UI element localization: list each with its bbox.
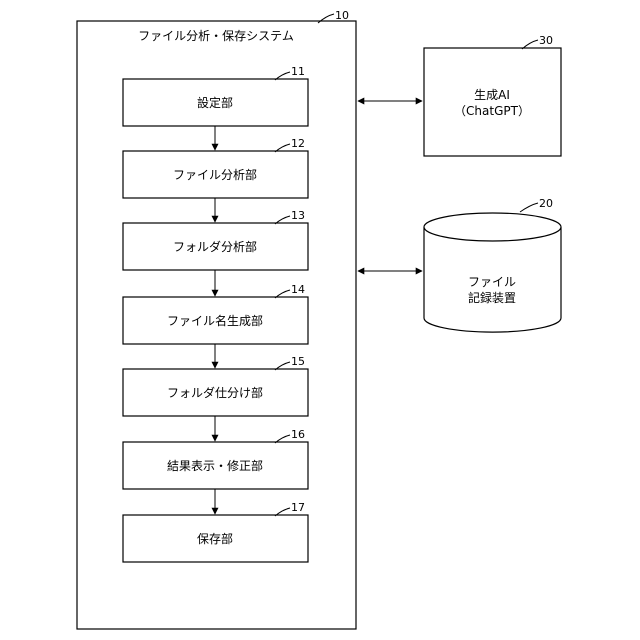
module-label: フォルダ仕分け部 (167, 385, 263, 400)
module-label: 結果表示・修正部 (167, 458, 263, 473)
module-label: 保存部 (197, 531, 233, 546)
file-storage-ref: 20 (539, 197, 553, 210)
module-ref: 14 (291, 283, 305, 296)
module-label: 設定部 (197, 95, 233, 110)
module-ref: 11 (291, 65, 305, 78)
module-label: ファイル名生成部 (167, 313, 263, 328)
module-ref: 15 (291, 355, 305, 368)
module-1: 設定部 11 (123, 65, 308, 126)
module-label: ファイル分析部 (173, 167, 257, 182)
module-ref: 16 (291, 428, 305, 441)
generative-ai-ref: 30 (539, 34, 553, 47)
module-ref: 17 (291, 501, 305, 514)
generative-ai-box: 生成AI （ChatGPT） 30 (424, 34, 561, 156)
system-ref: 10 (335, 9, 349, 22)
system-title: ファイル分析・保存システム (138, 29, 294, 43)
generative-ai-line2: （ChatGPT） (454, 104, 530, 118)
generative-ai-line1: 生成AI (474, 88, 510, 102)
module-ref: 13 (291, 209, 305, 222)
module-label: フォルダ分析部 (173, 239, 257, 254)
file-storage-line2: 記録装置 (468, 290, 516, 305)
file-storage-cylinder: ファイル 記録装置 20 (424, 197, 561, 332)
file-storage-line1: ファイル (468, 275, 516, 289)
system-ref-leader (318, 14, 334, 23)
module-ref: 12 (291, 137, 305, 150)
